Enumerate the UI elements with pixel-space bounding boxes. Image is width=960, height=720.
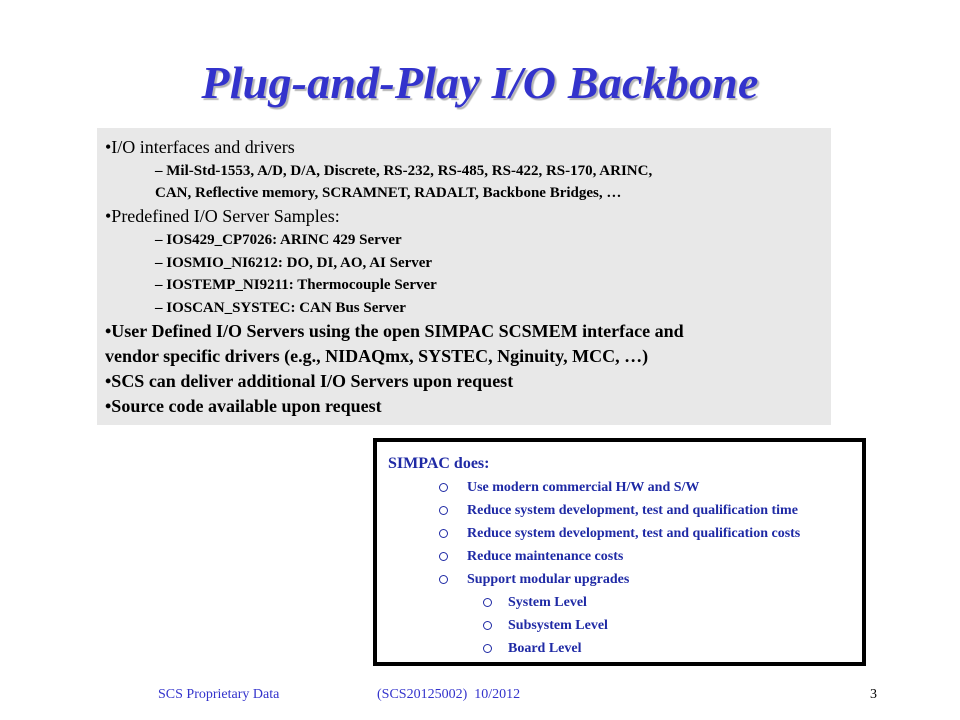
simpac-subitem-label: Board Level bbox=[508, 641, 582, 656]
simpac-list-item: Reduce system development, test and qual… bbox=[388, 499, 862, 522]
simpac-sub-list-item: System Level bbox=[388, 591, 862, 614]
sub-bullet-server-sample: – IOSTEMP_NI9211: Thermocouple Server bbox=[155, 277, 437, 293]
circle-bullet-icon bbox=[439, 575, 448, 584]
simpac-callout-box: SIMPAC does: Use modern commercial H/W a… bbox=[373, 438, 866, 666]
simpac-list-item: Use modern commercial H/W and S/W bbox=[388, 476, 862, 499]
circle-bullet-icon bbox=[483, 644, 492, 653]
bullet-additional-servers: •SCS can deliver additional I/O Servers … bbox=[105, 371, 514, 391]
circle-bullet-icon bbox=[439, 552, 448, 561]
content-box: •I/O interfaces and drivers – Mil-Std-15… bbox=[97, 128, 831, 425]
simpac-sub-list-item: Subsystem Level bbox=[388, 614, 862, 637]
sub-bullet-interfaces-list: – Mil-Std-1553, A/D, D/A, Discrete, RS-2… bbox=[155, 163, 653, 179]
sub-bullet-server-sample: – IOS429_CP7026: ARINC 429 Server bbox=[155, 232, 402, 248]
circle-bullet-icon bbox=[439, 483, 448, 492]
simpac-item-label: Reduce system development, test and qual… bbox=[467, 503, 798, 518]
simpac-subitem-label: System Level bbox=[508, 595, 587, 610]
simpac-list-item: Support modular upgrades bbox=[388, 568, 862, 591]
simpac-list-item: Reduce system development, test and qual… bbox=[388, 522, 862, 545]
footer-page-number: 3 bbox=[870, 687, 877, 702]
sub-bullet-interfaces-list-cont: CAN, Reflective memory, SCRAMNET, RADALT… bbox=[155, 185, 622, 201]
simpac-list-item: Reduce maintenance costs bbox=[388, 545, 862, 568]
bullet-source-code: •Source code available upon request bbox=[105, 396, 382, 416]
simpac-item-label: Support modular upgrades bbox=[467, 572, 630, 587]
bullet-predefined-servers: •Predefined I/O Server Samples: bbox=[105, 206, 340, 226]
simpac-sub-list-item: Board Level bbox=[388, 637, 862, 660]
sub-bullet-server-sample: – IOSCAN_SYSTEC: CAN Bus Server bbox=[155, 299, 406, 316]
simpac-item-label: Reduce system development, test and qual… bbox=[467, 526, 801, 541]
bullet-user-defined-servers-cont: vendor specific drivers (e.g., NIDAQmx, … bbox=[105, 346, 649, 366]
circle-bullet-icon bbox=[483, 598, 492, 607]
simpac-item-label: Reduce maintenance costs bbox=[467, 549, 624, 564]
simpac-heading: SIMPAC does: bbox=[388, 455, 490, 472]
simpac-subitem-label: Subsystem Level bbox=[508, 618, 608, 633]
bullet-user-defined-servers: •User Defined I/O Servers using the open… bbox=[105, 321, 684, 341]
sub-bullet-server-sample: – IOSMIO_NI6212: DO, DI, AO, AI Server bbox=[155, 254, 433, 271]
footer-document-id: (SCS20125002) 10/2012 bbox=[377, 687, 521, 702]
simpac-item-label: Use modern commercial H/W and S/W bbox=[467, 480, 700, 495]
circle-bullet-icon bbox=[483, 621, 492, 630]
circle-bullet-icon bbox=[439, 506, 448, 515]
slide-title: Plug-and-Play I/O Backbone bbox=[201, 57, 759, 108]
bullet-io-interfaces: •I/O interfaces and drivers bbox=[105, 137, 295, 157]
circle-bullet-icon bbox=[439, 529, 448, 538]
footer-proprietary-label: SCS Proprietary Data bbox=[158, 687, 280, 702]
